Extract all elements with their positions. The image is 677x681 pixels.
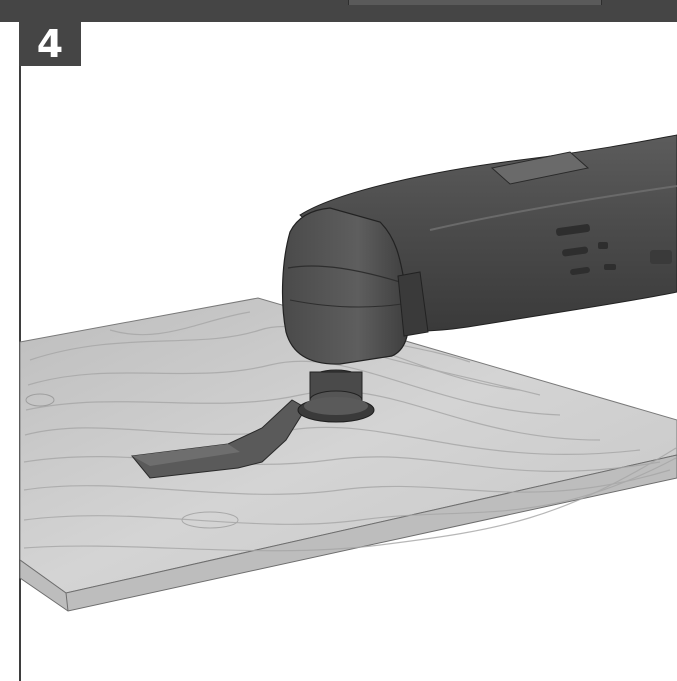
wood-board: [19, 297, 677, 612]
cutting-blade: [131, 399, 307, 479]
step-number-badge: 4: [19, 22, 81, 66]
tool-head: [281, 207, 410, 365]
blade-clamp: [297, 369, 375, 423]
vent-slots: [555, 224, 672, 275]
header-bar: [0, 0, 677, 22]
power-switch: [490, 151, 590, 185]
oscillating-multitool: [281, 134, 677, 423]
header-bar-tab: [348, 0, 602, 5]
